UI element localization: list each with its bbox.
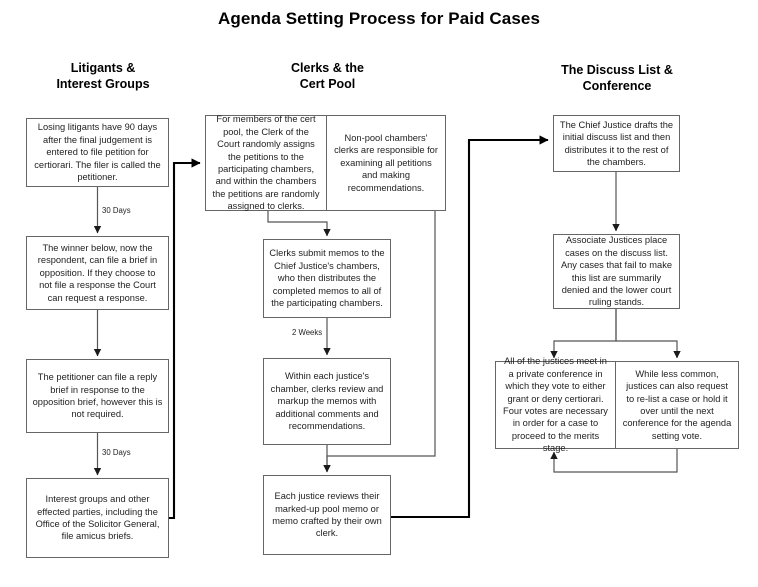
edge-label-30-days-first: 30 Days (100, 206, 133, 216)
node-text: Non-pool chambers' clerks are responsibl… (334, 132, 438, 193)
node-amicus-briefs[interactable]: Interest groups and other effected parti… (26, 478, 169, 558)
edge-label-30-days-second: 30 Days (100, 448, 133, 458)
page-title: Agenda Setting Process for Paid Cases (217, 9, 541, 28)
node-text: Losing litigants have 90 days after the … (34, 122, 161, 183)
node-losing-litigants[interactable]: Losing litigants have 90 days after the … (26, 118, 169, 187)
node-text: While less common, justices can also req… (622, 368, 732, 441)
column-header-clerks: Clerks & the Cert Pool (245, 60, 410, 92)
node-cert-pool[interactable]: For members of the cert pool, the Clerk … (205, 114, 327, 212)
node-text: Clerks submit memos to the Chief Justice… (269, 248, 385, 309)
node-text: Each justice reviews their marked-up poo… (272, 491, 382, 539)
node-private-conference[interactable]: All of the justices meet in a private co… (495, 356, 616, 453)
edge-associate-to-relist (615, 309, 681, 359)
node-chief-justice-drafts[interactable]: The Chief Justice drafts the initial dis… (553, 115, 680, 172)
column-header-clerks-line1: Clerks & the (291, 61, 364, 75)
edge-certpool-to-memos (267, 211, 331, 237)
node-each-justice-reviews[interactable]: Each justice reviews their marked-up poo… (263, 475, 391, 555)
edge-amicus-to-certpool (169, 158, 201, 520)
column-header-discuss: The Discuss List & Conference (527, 62, 707, 94)
node-markup-memos[interactable]: Within each justice's chamber, clerks re… (263, 358, 391, 445)
column-header-discuss-line2: Conference (582, 79, 652, 93)
node-text: Associate Justices place cases on the di… (560, 235, 673, 308)
column-header-litigants-line2: Interest Groups (56, 77, 150, 91)
node-text: All of the justices meet in a private co… (503, 356, 608, 454)
node-associate-justices[interactable]: Associate Justices place cases on the di… (553, 234, 680, 309)
column-header-litigants: Litigants & Interest Groups (18, 60, 188, 92)
node-text: The winner below, now the respondent, ca… (37, 242, 158, 303)
node-text: Interest groups and other effected parti… (35, 494, 160, 542)
edge-associate-to-conference (550, 309, 617, 359)
node-winner-respondent[interactable]: The winner below, now the respondent, ca… (26, 236, 169, 310)
edge-label-2-weeks: 2 Weeks (290, 328, 325, 338)
node-text: The petitioner can file a reply brief in… (32, 372, 163, 420)
node-non-pool-chambers[interactable]: Non-pool chambers' clerks are responsibl… (327, 115, 446, 211)
node-text: For members of the cert pool, the Clerk … (212, 114, 320, 212)
node-reply-brief[interactable]: The petitioner can file a reply brief in… (26, 359, 169, 433)
node-clerks-submit-memos[interactable]: Clerks submit memos to the Chief Justice… (263, 239, 391, 318)
node-re-list-case[interactable]: While less common, justices can also req… (616, 361, 739, 449)
column-header-clerks-line2: Cert Pool (299, 77, 356, 91)
column-header-discuss-line1: The Discuss List & (561, 63, 673, 77)
column-header-litigants-line1: Litigants & (70, 61, 136, 75)
node-text: The Chief Justice drafts the initial dis… (559, 119, 674, 167)
node-text: Within each justice's chamber, clerks re… (270, 371, 384, 432)
